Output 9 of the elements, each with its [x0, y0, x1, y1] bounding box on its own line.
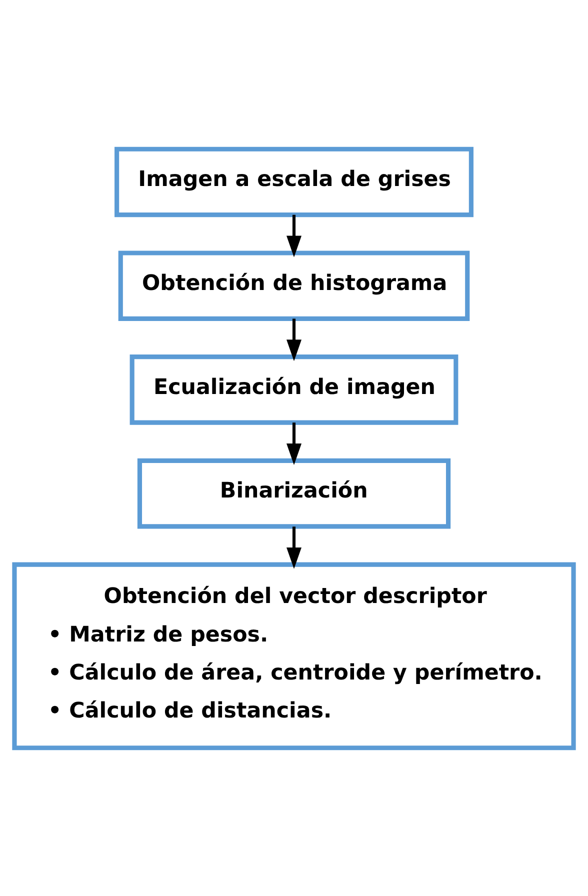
node-box: Binarización — [137, 458, 451, 528]
node-box: Obtención de histograma — [118, 250, 470, 320]
arrow — [286, 214, 302, 257]
arrow — [286, 526, 302, 568]
node-box: Obtención del vector descriptor • Matriz de pesos. • Cálculo de área, centroide y perímetro. • Cálculo de distancias. — [12, 562, 576, 750]
node-box: Ecualización de imagen — [130, 354, 458, 424]
arrow — [286, 318, 302, 361]
arrow — [286, 422, 302, 464]
node-box: Imagen a escala de grises — [114, 146, 474, 217]
